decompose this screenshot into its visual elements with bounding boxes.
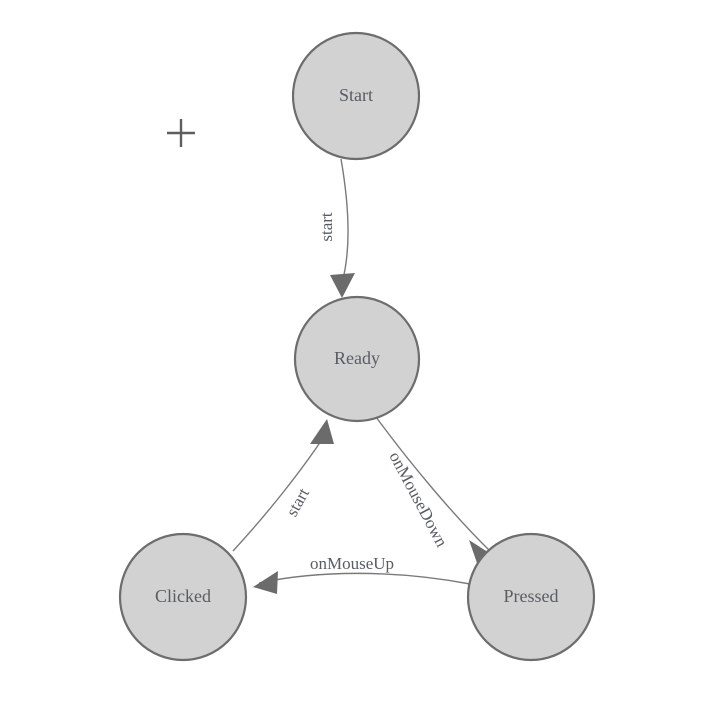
node-clicked[interactable]: Clicked: [118, 532, 248, 662]
node-ready-label: Ready: [334, 348, 380, 368]
arrowhead-clicked-to-ready: [310, 419, 334, 444]
arrowhead-start-to-ready: [330, 273, 355, 298]
node-pressed[interactable]: Pressed: [466, 532, 596, 662]
edge-path-start-to-ready: [340, 158, 349, 284]
node-pressed-circle[interactable]: [466, 532, 596, 662]
node-ready-circle[interactable]: [293, 295, 421, 423]
edge-label-onmouseup: onMouseUp: [310, 554, 394, 573]
node-clicked-circle[interactable]: [118, 532, 248, 662]
node-ready[interactable]: Ready: [293, 295, 421, 423]
edge-label-start: start: [317, 212, 336, 242]
crosshair-icon: [167, 119, 195, 147]
node-pressed-label: Pressed: [504, 586, 559, 606]
node-clicked-label: Clicked: [155, 586, 211, 606]
arrowhead-pressed-to-clicked: [253, 571, 278, 594]
edge-clicked-to-ready[interactable]: start: [232, 419, 334, 552]
edge-start-to-ready[interactable]: start: [317, 158, 355, 298]
edge-label-start-return: start: [282, 485, 313, 520]
edge-path-clicked-to-ready: [232, 434, 326, 552]
edge-path-pressed-to-clicked: [258, 572, 471, 585]
edge-pressed-to-clicked[interactable]: onMouseUp: [253, 554, 471, 594]
node-start-circle[interactable]: [291, 31, 421, 161]
edge-ready-to-pressed[interactable]: onMouseDown: [375, 416, 494, 563]
node-start[interactable]: Start: [291, 31, 421, 161]
node-start-label: Start: [339, 85, 373, 105]
edge-path-ready-to-pressed: [375, 416, 493, 554]
